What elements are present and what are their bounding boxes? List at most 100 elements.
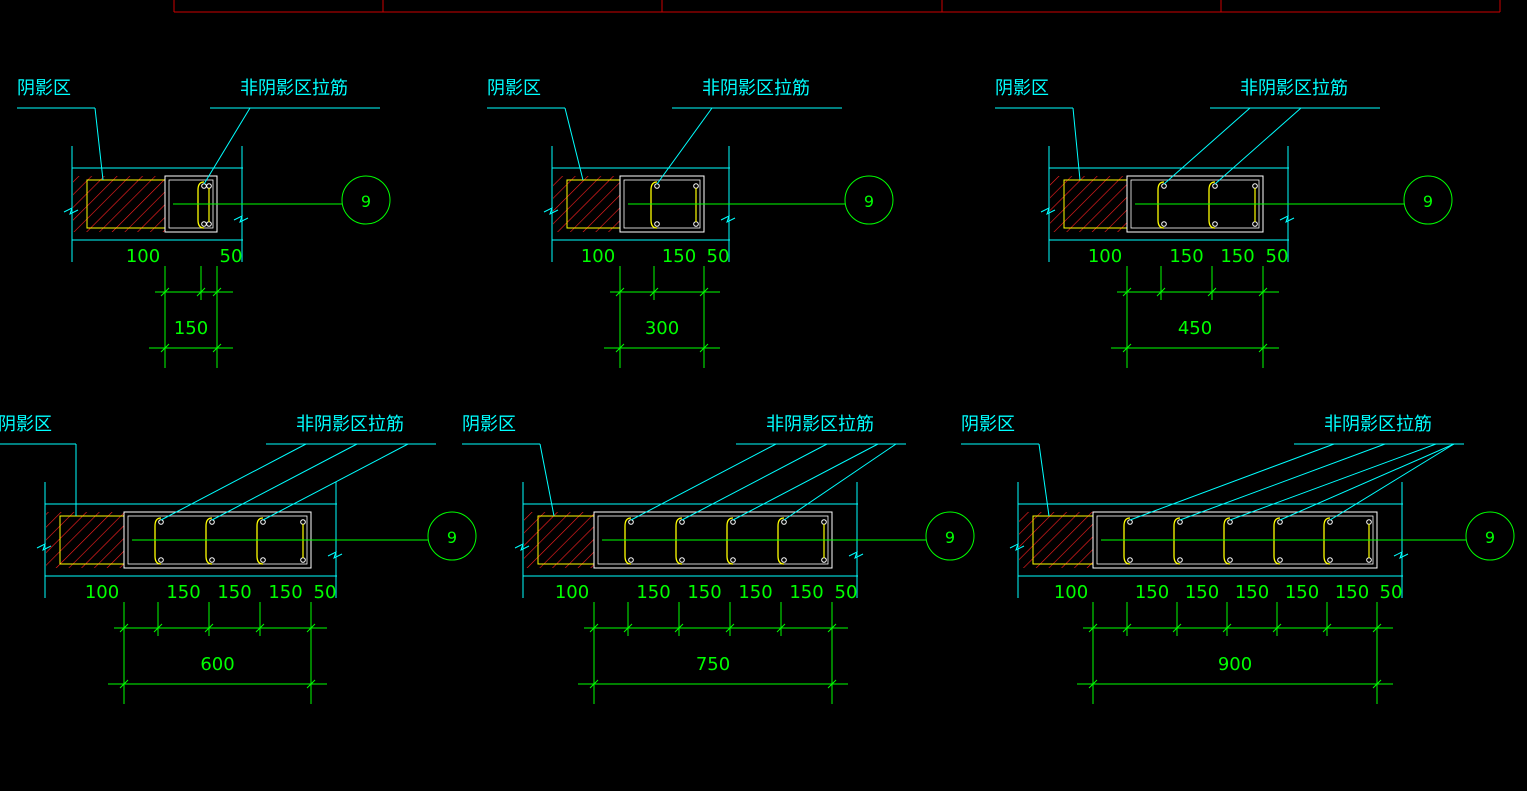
dimension-tick xyxy=(615,343,625,353)
spacing-dimension: 150 xyxy=(1335,582,1369,603)
tie-hook xyxy=(154,517,162,565)
tie-4 xyxy=(1273,517,1283,565)
rebar-dot xyxy=(654,221,660,227)
non-shadow-ties-label: 非阴影区拉筋 xyxy=(766,414,874,435)
dimension-tick xyxy=(1088,623,1098,633)
dimension-tick xyxy=(589,679,599,689)
dimension-tick xyxy=(196,287,206,297)
shadow-width-dimension: 100 xyxy=(555,582,589,603)
dimension-tick xyxy=(212,343,222,353)
break-mark xyxy=(233,215,249,223)
rebar-dot xyxy=(206,221,212,227)
tie-leader-line xyxy=(1163,107,1251,185)
rebar-dot xyxy=(300,557,306,563)
dimension-tick xyxy=(1372,679,1382,689)
dimension-tick xyxy=(1258,343,1268,353)
tie-hook xyxy=(777,517,785,565)
dimension-tick xyxy=(306,623,316,633)
dimension-tick xyxy=(1122,343,1132,353)
shadow-zone-label: 阴影区 xyxy=(17,78,71,99)
rebar-dot xyxy=(1227,557,1233,563)
rebar-dot xyxy=(1161,221,1167,227)
tie-3 xyxy=(726,517,736,565)
tie-2 xyxy=(1208,181,1218,229)
spacing-dimension: 150 xyxy=(636,582,670,603)
tie-leader-line xyxy=(211,443,358,521)
dimension-tick xyxy=(119,623,129,633)
rebar-dot xyxy=(679,519,685,525)
dimension-tick xyxy=(160,343,170,353)
tie-hook xyxy=(1157,181,1165,229)
dimension-tick xyxy=(1156,287,1166,297)
section-marker-number: 9 xyxy=(864,192,874,211)
rebar-dot xyxy=(679,557,685,563)
rebar-dot xyxy=(781,557,787,563)
shadow-zone-label: 阴影区 xyxy=(0,414,52,435)
leader-line xyxy=(94,107,104,181)
rebar-dot xyxy=(201,221,207,227)
rebar-dot xyxy=(260,519,266,525)
rebar-dot xyxy=(628,519,634,525)
rebar-dot xyxy=(821,557,827,563)
dimension-tick xyxy=(725,623,735,633)
spacing-dimension: 50 xyxy=(1266,246,1289,267)
dimension-tick xyxy=(1258,287,1268,297)
tie-hook xyxy=(197,181,205,229)
rebar-dot xyxy=(1252,183,1258,189)
dimension-tick xyxy=(589,623,599,633)
spacing-dimension: 150 xyxy=(268,582,302,603)
dimension-tick xyxy=(1207,287,1217,297)
dimension-tick xyxy=(649,287,659,297)
shadow-zone-label: 阴影区 xyxy=(487,78,541,99)
tie-leader-line xyxy=(732,443,879,521)
leader-line xyxy=(539,443,555,517)
break-mark xyxy=(1279,215,1295,223)
rebar-dot xyxy=(260,557,266,563)
tie-hook xyxy=(256,517,264,565)
tie-leader-line xyxy=(262,443,409,521)
section-marker xyxy=(341,175,391,225)
section-marker-number: 9 xyxy=(945,528,955,547)
rebar-dot xyxy=(821,519,827,525)
rebar-dot xyxy=(1252,221,1258,227)
rebar-dot xyxy=(781,519,787,525)
rebar-dot xyxy=(654,183,660,189)
rebar-dot xyxy=(693,221,699,227)
total-dimension: 450 xyxy=(1178,318,1212,339)
tie-leader-line xyxy=(1129,443,1335,521)
tie-leader-line xyxy=(1179,443,1386,521)
rebar-dot xyxy=(730,557,736,563)
dimension-tick xyxy=(623,623,633,633)
non-shadow-ties-label: 非阴影区拉筋 xyxy=(702,78,810,99)
tie-leader-line xyxy=(1329,443,1455,521)
section-marker-number: 9 xyxy=(361,192,371,211)
dimension-tick xyxy=(827,623,837,633)
shadow-zone-hatch xyxy=(553,176,620,232)
non-shadow-ties-label: 非阴影区拉筋 xyxy=(240,78,348,99)
dimension-tick xyxy=(1088,679,1098,689)
shadow-zone-hatch xyxy=(1019,512,1093,568)
dimension-tick xyxy=(119,679,129,689)
rebar-dot xyxy=(209,519,215,525)
rebar-dot xyxy=(1127,557,1133,563)
tie-hook xyxy=(1208,181,1216,229)
rebar-dot xyxy=(628,557,634,563)
section-marker-number: 9 xyxy=(447,528,457,547)
break-mark xyxy=(1393,551,1409,559)
dimension-tick xyxy=(1322,623,1332,633)
rebar-dot xyxy=(209,557,215,563)
break-mark xyxy=(327,551,343,559)
shadow-zone-label: 阴影区 xyxy=(462,414,516,435)
spacing-dimension: 150 xyxy=(1135,582,1169,603)
spacing-dimension: 150 xyxy=(166,582,200,603)
dimension-tick xyxy=(204,623,214,633)
dimension-tick xyxy=(1172,623,1182,633)
dimension-tick xyxy=(615,287,625,297)
shadow-zone-hatch xyxy=(1050,176,1127,232)
tie-hook xyxy=(205,517,213,565)
tie-2 xyxy=(205,517,215,565)
spacing-dimension: 150 xyxy=(1169,246,1203,267)
tie-leader-line xyxy=(783,443,897,521)
